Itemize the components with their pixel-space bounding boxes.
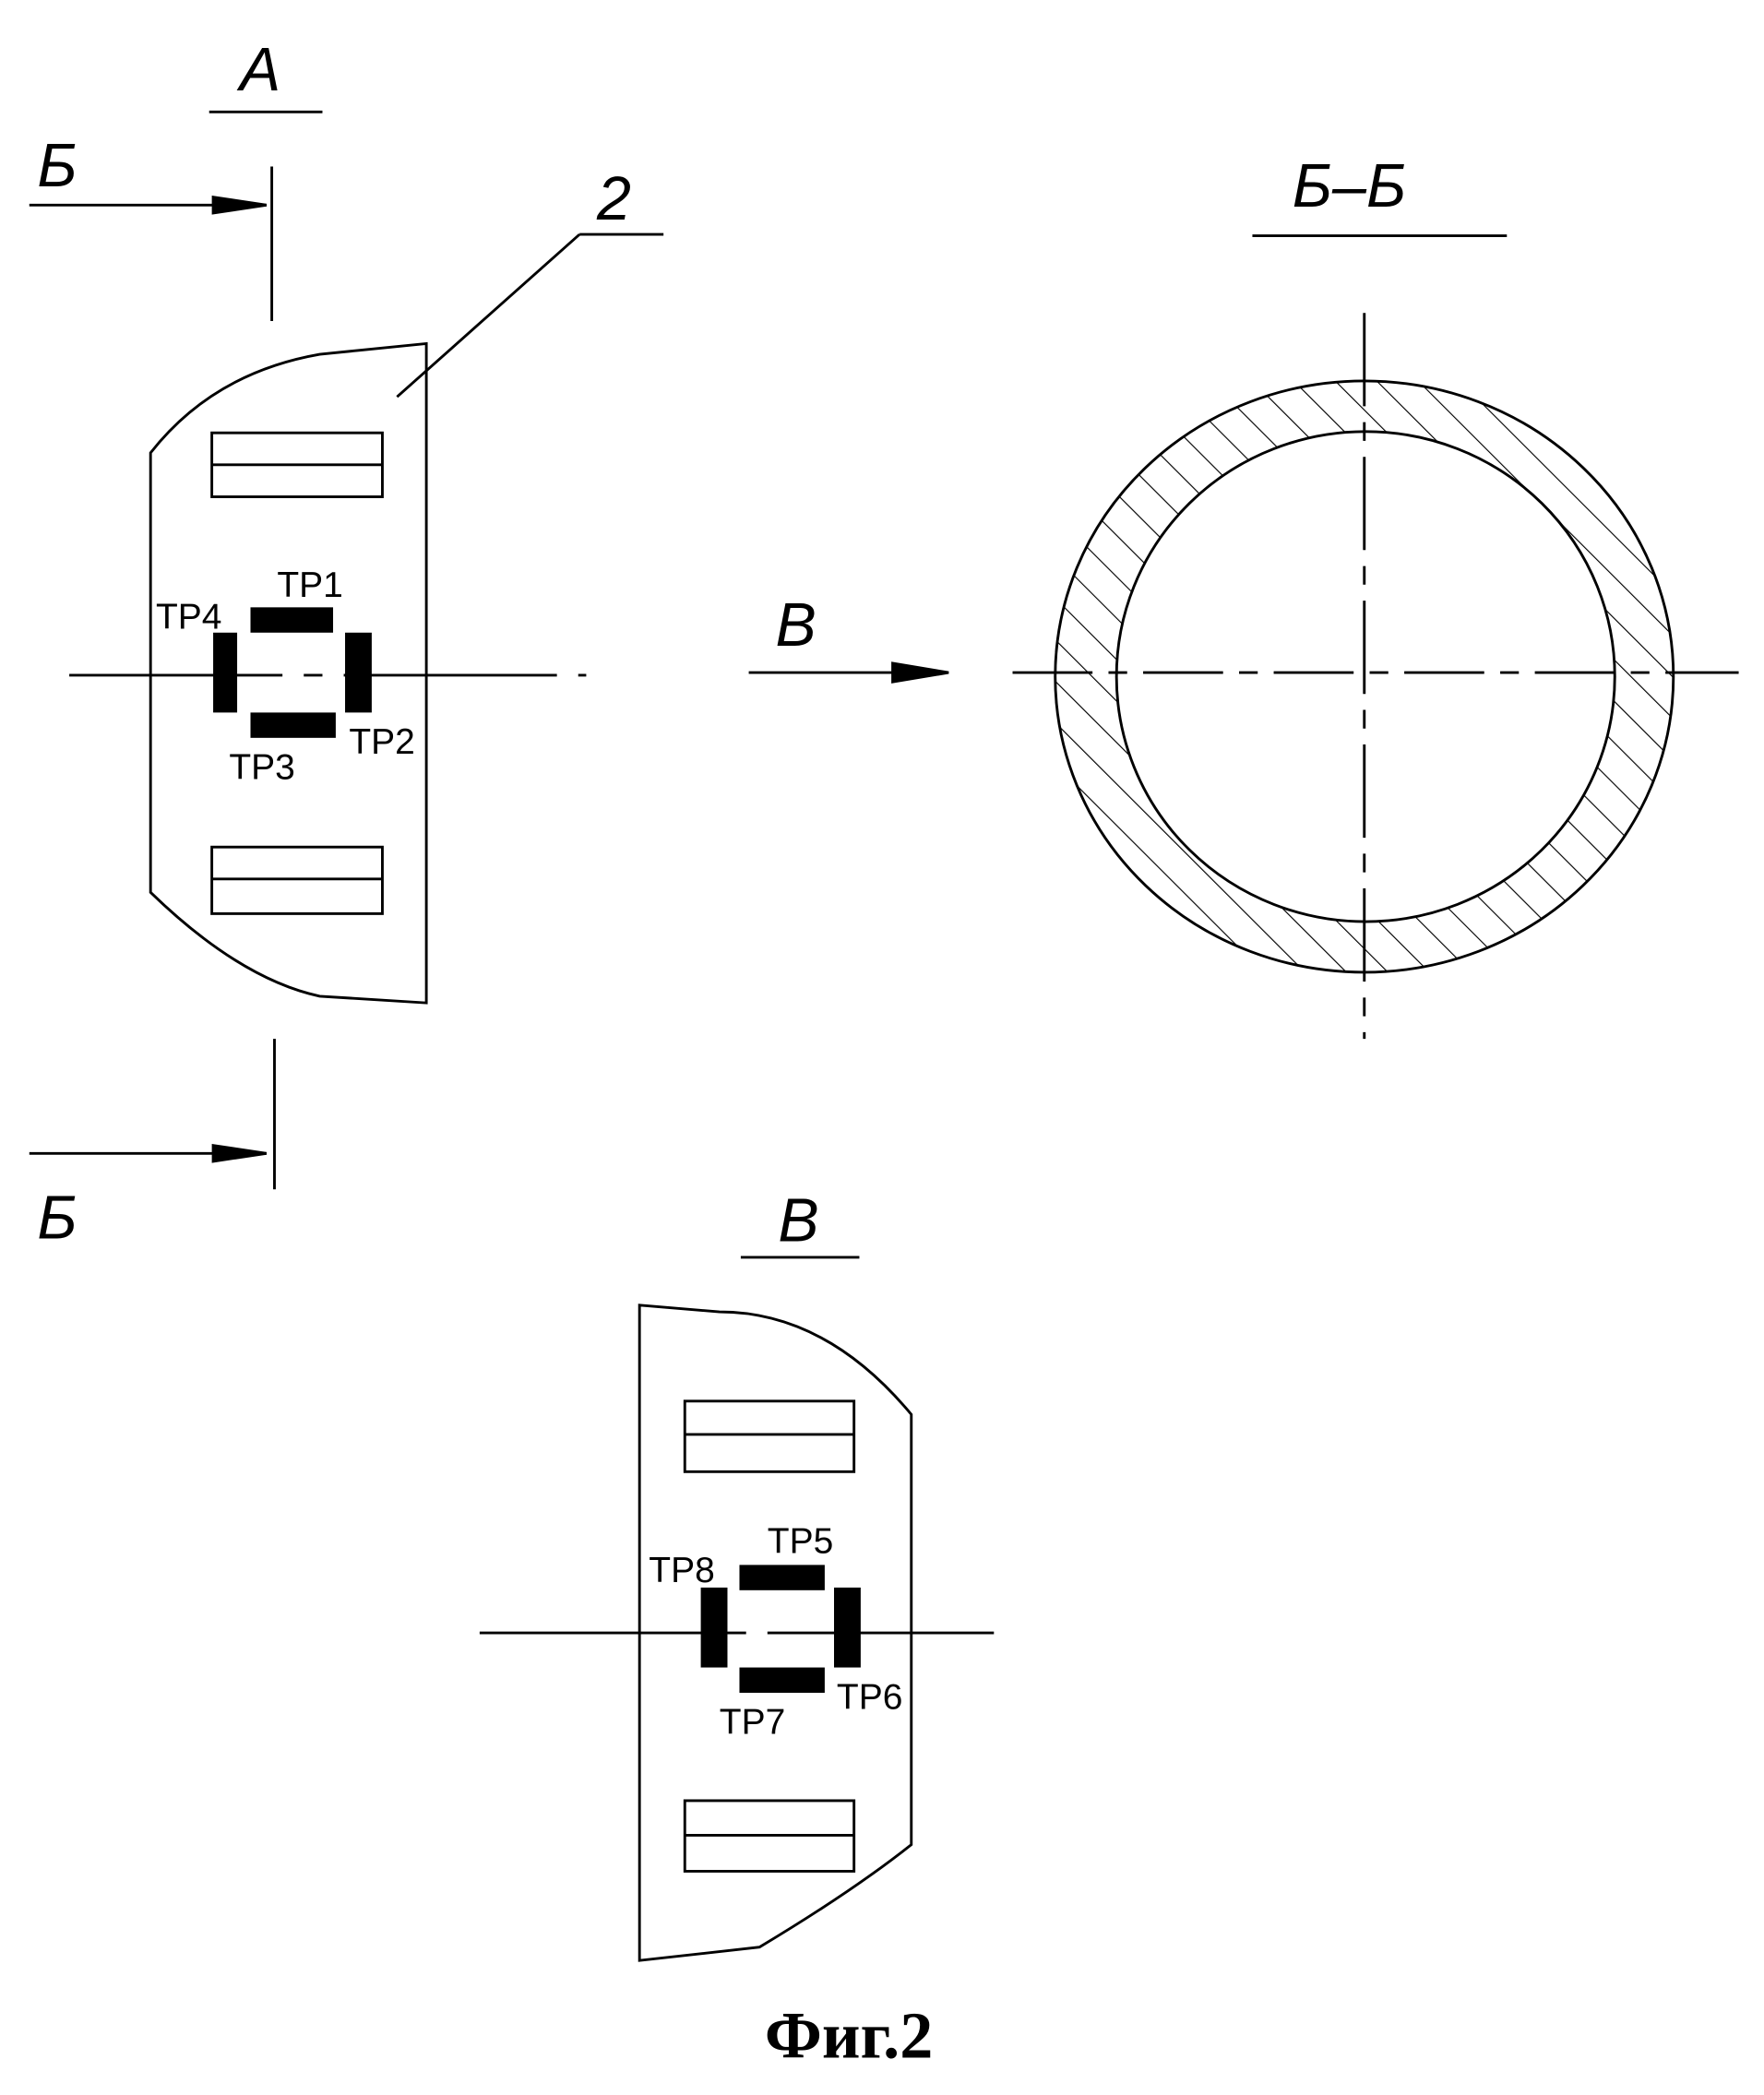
view-arrow-label: В bbox=[775, 591, 816, 660]
sensor-label-tp6: ТР6 bbox=[837, 1677, 902, 1717]
sensor-label-tp1: ТР1 bbox=[277, 565, 342, 605]
sensor-label-tp4: ТР4 bbox=[156, 597, 221, 637]
section-mark-top: Б bbox=[37, 132, 77, 200]
section-bb-title: Б–Б bbox=[1293, 152, 1406, 220]
view-v-title: В bbox=[778, 1187, 818, 1256]
sensor-label-tp8: ТР8 bbox=[649, 1551, 714, 1590]
view-a bbox=[29, 110, 664, 1190]
sensor-label-tp5: ТР5 bbox=[768, 1521, 833, 1561]
section-bb bbox=[748, 234, 1739, 1040]
view-a-title: А bbox=[236, 36, 280, 104]
sensor-label-tp3: ТР3 bbox=[229, 748, 294, 788]
view-v bbox=[479, 1256, 997, 1962]
section-mark-bottom: Б bbox=[37, 1184, 77, 1253]
part-number: 2 bbox=[596, 165, 631, 233]
sensor-label-tp7: ТР7 bbox=[720, 1703, 785, 1743]
sensor-label-tp2: ТР2 bbox=[349, 722, 414, 762]
figure-caption: Фиг.2 bbox=[765, 1999, 933, 2073]
